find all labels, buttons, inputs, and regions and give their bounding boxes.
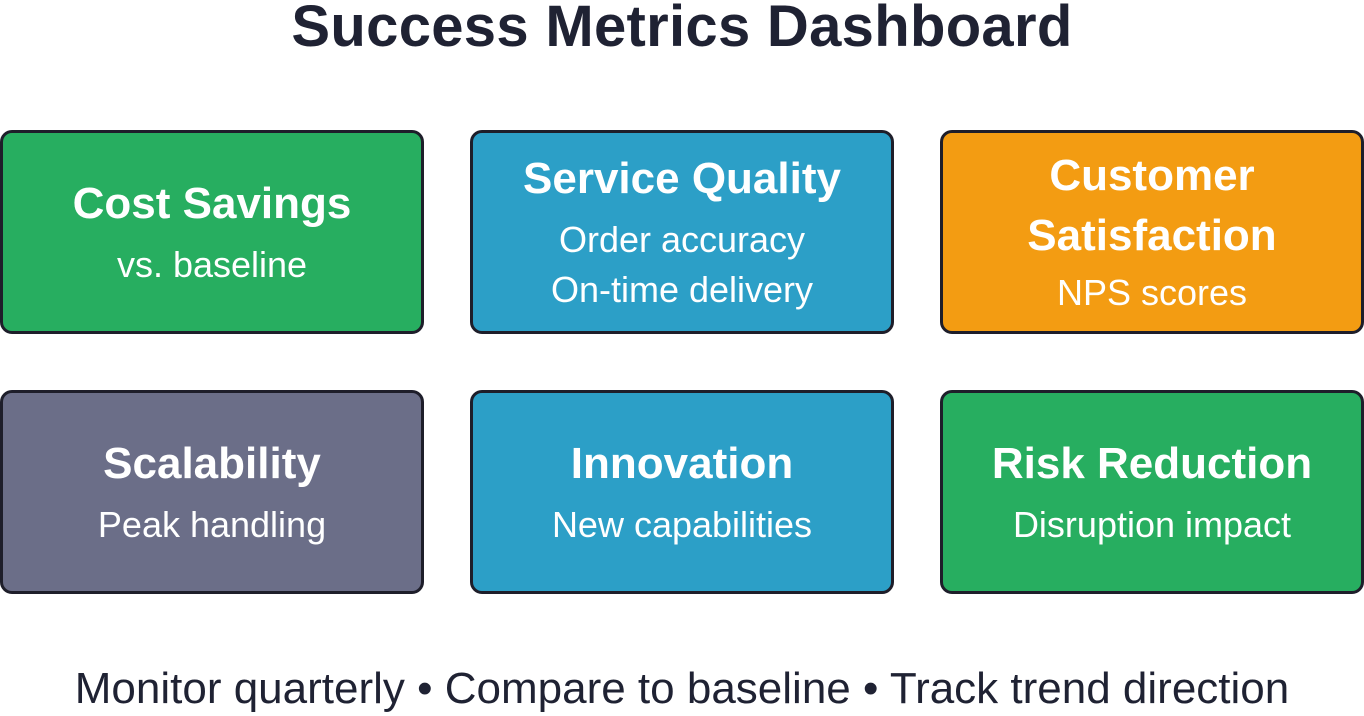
metric-card-customer-satisfaction: Customer Satisfaction NPS scores [940,130,1364,334]
metric-detail-list: Peak handling [98,500,326,550]
metric-detail-list: Order accuracy On-time delivery [551,215,813,315]
metric-heading: Innovation [570,439,794,488]
metric-detail: Disruption impact [1012,504,1292,545]
metric-heading: Service Quality [523,154,841,203]
metric-card-scalability: Scalability Peak handling [0,390,424,594]
metric-heading: Customer Satisfaction [1027,151,1277,260]
metric-card-cost-savings: Cost Savings vs. baseline [0,130,424,334]
metric-card-risk-reduction: Risk Reduction Disruption impact [940,390,1364,594]
metric-detail: vs. baseline [116,244,308,285]
metric-detail-list: NPS scores [1057,268,1247,318]
metric-detail-list: Disruption impact [1013,500,1291,550]
metric-detail-list: New capabilities [552,500,812,550]
metric-card-service-quality: Service Quality Order accuracy On-time d… [470,130,894,334]
metric-heading: Risk Reduction [991,439,1313,488]
metric-detail: NPS scores [1056,272,1248,313]
metric-detail-list: vs. baseline [117,240,307,290]
footer-note: Monitor quarterly • Compare to baseline … [74,664,1290,713]
metric-heading: Scalability [103,439,321,488]
metric-detail: Order accuracy [558,219,806,260]
metric-heading: Cost Savings [72,179,352,228]
metric-detail: Peak handling [97,504,327,545]
metric-card-innovation: Innovation New capabilities [470,390,894,594]
page-title: Success Metrics Dashboard [291,0,1073,59]
metric-detail: On-time delivery [550,269,814,310]
metric-detail: New capabilities [551,504,813,545]
